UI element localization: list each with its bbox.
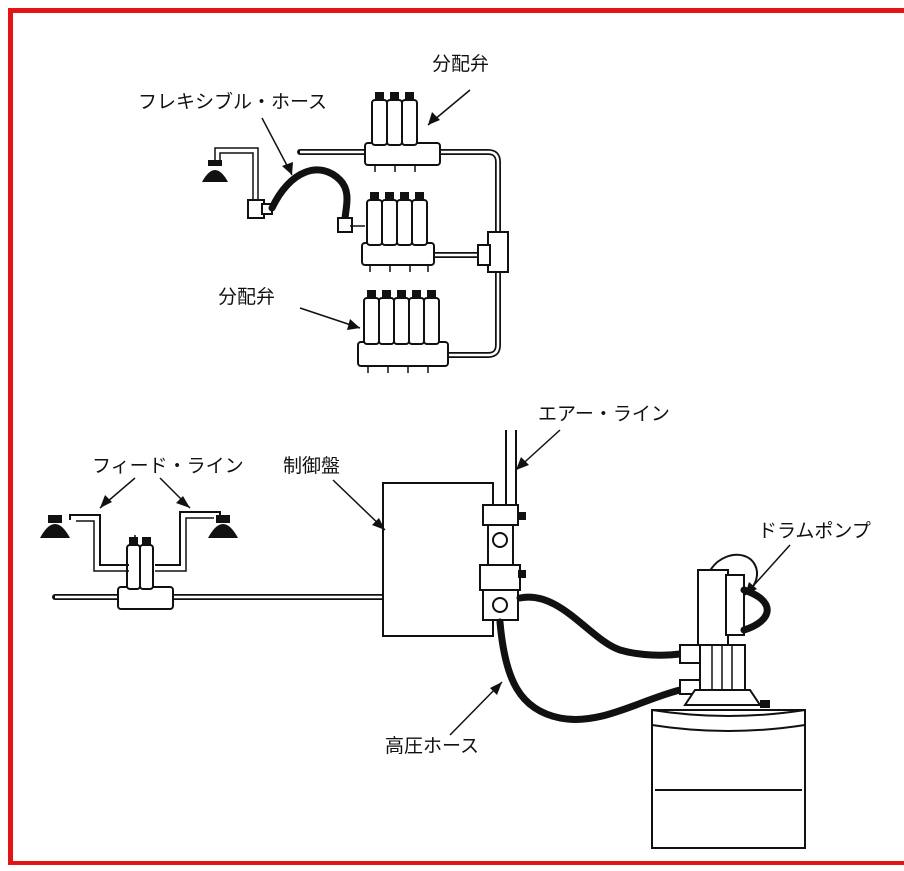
distribution-valve-top: [364, 92, 441, 172]
label-distribution-valve-mid: 分配弁: [218, 286, 275, 308]
label-feed-line: フィード・ライン: [92, 455, 244, 477]
feed-nozzle-left: [40, 515, 70, 538]
drum-pump: [679, 553, 771, 706]
label-control-panel: 制御盤: [283, 455, 340, 477]
hoses: [496, 593, 684, 723]
label-high-pressure-hose: 高圧ホース: [385, 735, 479, 757]
label-distribution-valve-top: 分配弁: [432, 53, 489, 75]
distribution-valve-lower: [357, 290, 449, 373]
label-air-line: エアー・ライン: [538, 403, 670, 425]
air-line: [505, 430, 517, 505]
feed-nozzle-right: [208, 515, 238, 538]
upper-piping: [297, 149, 509, 358]
distribution-valve-middle: [361, 192, 435, 272]
label-flexible-hose: フレキシブル・ホース: [138, 90, 327, 113]
control-panel: [382, 482, 526, 637]
label-drum-pump: ドラムポンプ: [758, 520, 871, 542]
feed-valve: [69, 511, 221, 610]
lube-point-upper: [202, 147, 365, 233]
red-frame: [8, 8, 904, 865]
drum: [651, 700, 806, 849]
